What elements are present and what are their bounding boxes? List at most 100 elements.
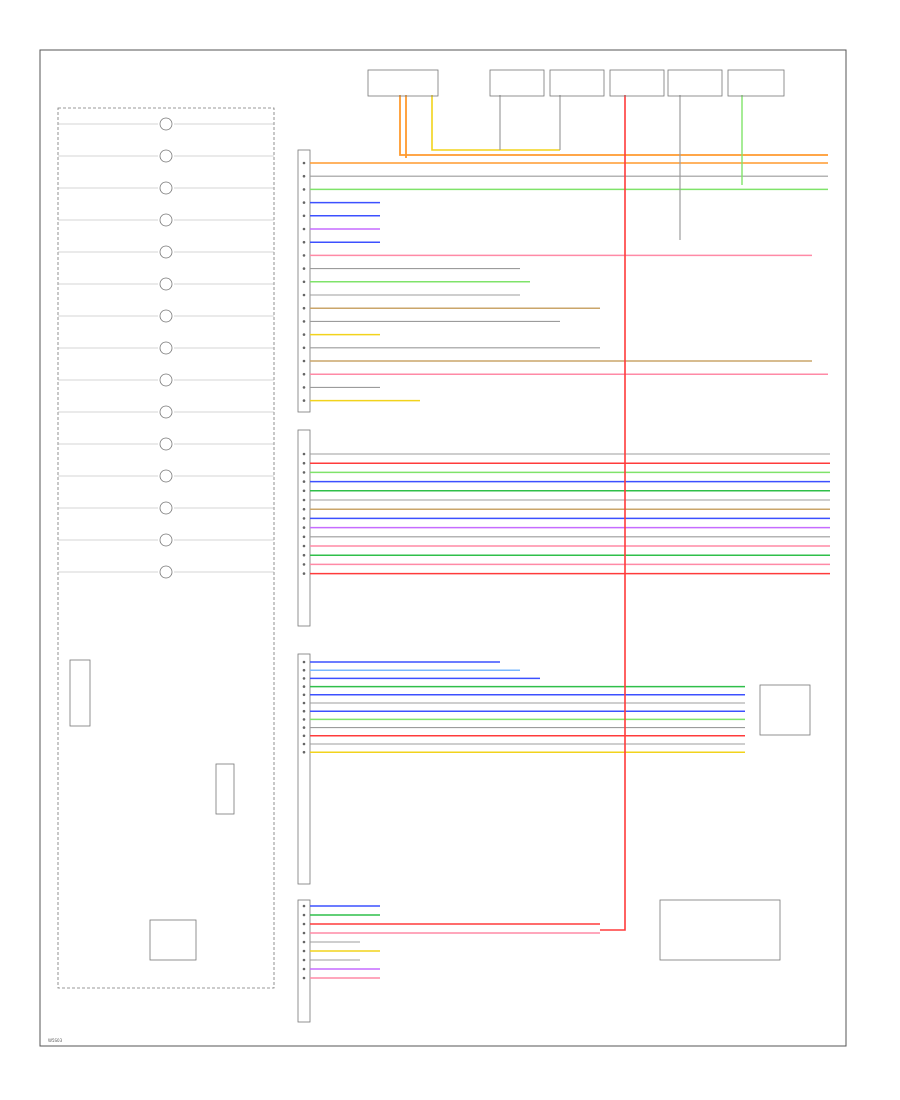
connector-pin — [302, 563, 306, 566]
connector-pin — [302, 967, 306, 971]
wire-harness-1 — [302, 161, 828, 402]
connector-blocks — [297, 149, 311, 1023]
connector-pin — [302, 346, 306, 350]
connector-pin — [302, 940, 306, 944]
connector-pin — [302, 489, 306, 493]
component-box-lower — [659, 899, 781, 961]
feed-wire-red-main — [600, 95, 626, 931]
gauge-6 — [58, 277, 274, 291]
cluster-lower-box — [149, 919, 197, 961]
gauge-11 — [58, 437, 274, 451]
gauge-symbol — [159, 149, 173, 163]
connector-block-3 — [297, 653, 311, 885]
gauge-symbol — [159, 565, 173, 579]
gauge-2 — [58, 149, 274, 163]
gauge-symbol — [159, 373, 173, 387]
gauge-symbol — [159, 277, 173, 291]
connector-pin — [302, 498, 306, 502]
connector-block-1 — [297, 149, 311, 413]
gauge-14 — [58, 533, 274, 547]
connector-pin — [302, 526, 306, 529]
cluster-module-box — [69, 659, 91, 727]
diagram-border — [39, 49, 847, 1047]
gauge-3 — [58, 181, 274, 195]
gauge-5 — [58, 245, 274, 259]
connector-pin — [302, 726, 306, 729]
gauge-symbol — [159, 117, 173, 131]
connector-pin — [302, 471, 306, 474]
gauge-symbol — [159, 437, 173, 451]
connector-pin — [302, 201, 306, 204]
wire-harness-2 — [302, 452, 830, 575]
connector-pin — [302, 517, 306, 520]
gauge-symbol — [159, 213, 173, 227]
right-components — [367, 69, 811, 961]
connector-pin — [302, 904, 306, 908]
component-box-5 — [667, 69, 723, 97]
connector-pin — [302, 214, 306, 218]
gauge-7 — [58, 309, 274, 323]
connector-pin — [302, 677, 306, 680]
connector-pin — [302, 333, 306, 336]
connector-pin — [302, 931, 306, 935]
connector-block-4 — [297, 899, 311, 1023]
connector-pin — [302, 240, 306, 244]
connector-pin — [302, 535, 306, 539]
gauge-4 — [58, 213, 274, 227]
gauge-symbol — [159, 309, 173, 323]
gauge-9 — [58, 373, 274, 387]
component-box-4 — [609, 69, 665, 97]
component-box-2 — [489, 69, 545, 97]
connector-pin — [302, 572, 306, 575]
instrument-cluster — [57, 107, 275, 989]
connector-pin — [302, 913, 306, 917]
connector-pin — [302, 685, 306, 688]
connector-pin — [302, 359, 306, 363]
gauge-symbol — [159, 469, 173, 483]
gauge-symbol — [159, 341, 173, 355]
connector-pin — [302, 399, 306, 402]
connector-pin — [302, 734, 306, 738]
gauge-8 — [58, 341, 274, 355]
connector-pin — [302, 280, 306, 284]
component-box-6 — [727, 69, 785, 97]
gauge-symbol — [159, 181, 173, 195]
connector-pin — [302, 507, 306, 511]
connector-pin — [302, 161, 306, 165]
gauge-symbol — [159, 533, 173, 547]
connector-pin — [302, 386, 306, 389]
cluster-switch-box — [215, 763, 235, 815]
component-box-1 — [367, 69, 439, 97]
connector-pin — [302, 320, 306, 323]
connector-pin — [302, 718, 306, 721]
connector-pin — [302, 293, 306, 297]
component-box-3 — [549, 69, 605, 97]
gauge-13 — [58, 501, 274, 515]
connector-pin — [302, 372, 306, 376]
top-feed-wires — [399, 95, 828, 931]
connector-pin — [302, 922, 306, 926]
gauge-10 — [58, 405, 274, 419]
connector-pin — [302, 976, 306, 980]
connector-pin — [302, 188, 306, 191]
connector-pin — [302, 461, 306, 465]
gauge-list — [58, 117, 274, 579]
connector-pin — [302, 750, 306, 754]
wire-harness-4 — [302, 904, 600, 980]
connector-pin — [302, 254, 306, 257]
connector-pin — [302, 174, 306, 178]
connector-pin — [302, 553, 306, 557]
connector-pin — [302, 227, 306, 231]
connector-pin — [302, 668, 306, 672]
gauge-15 — [58, 565, 274, 579]
connector-pin — [302, 958, 306, 962]
gauge-12 — [58, 469, 274, 483]
gauge-symbol — [159, 405, 173, 419]
gauge-symbol — [159, 501, 173, 515]
connector-pin — [302, 660, 306, 664]
connector-pin — [302, 709, 306, 713]
gauge-1 — [58, 117, 274, 131]
wire-harness-3 — [302, 660, 745, 754]
connector-pin — [302, 693, 306, 697]
